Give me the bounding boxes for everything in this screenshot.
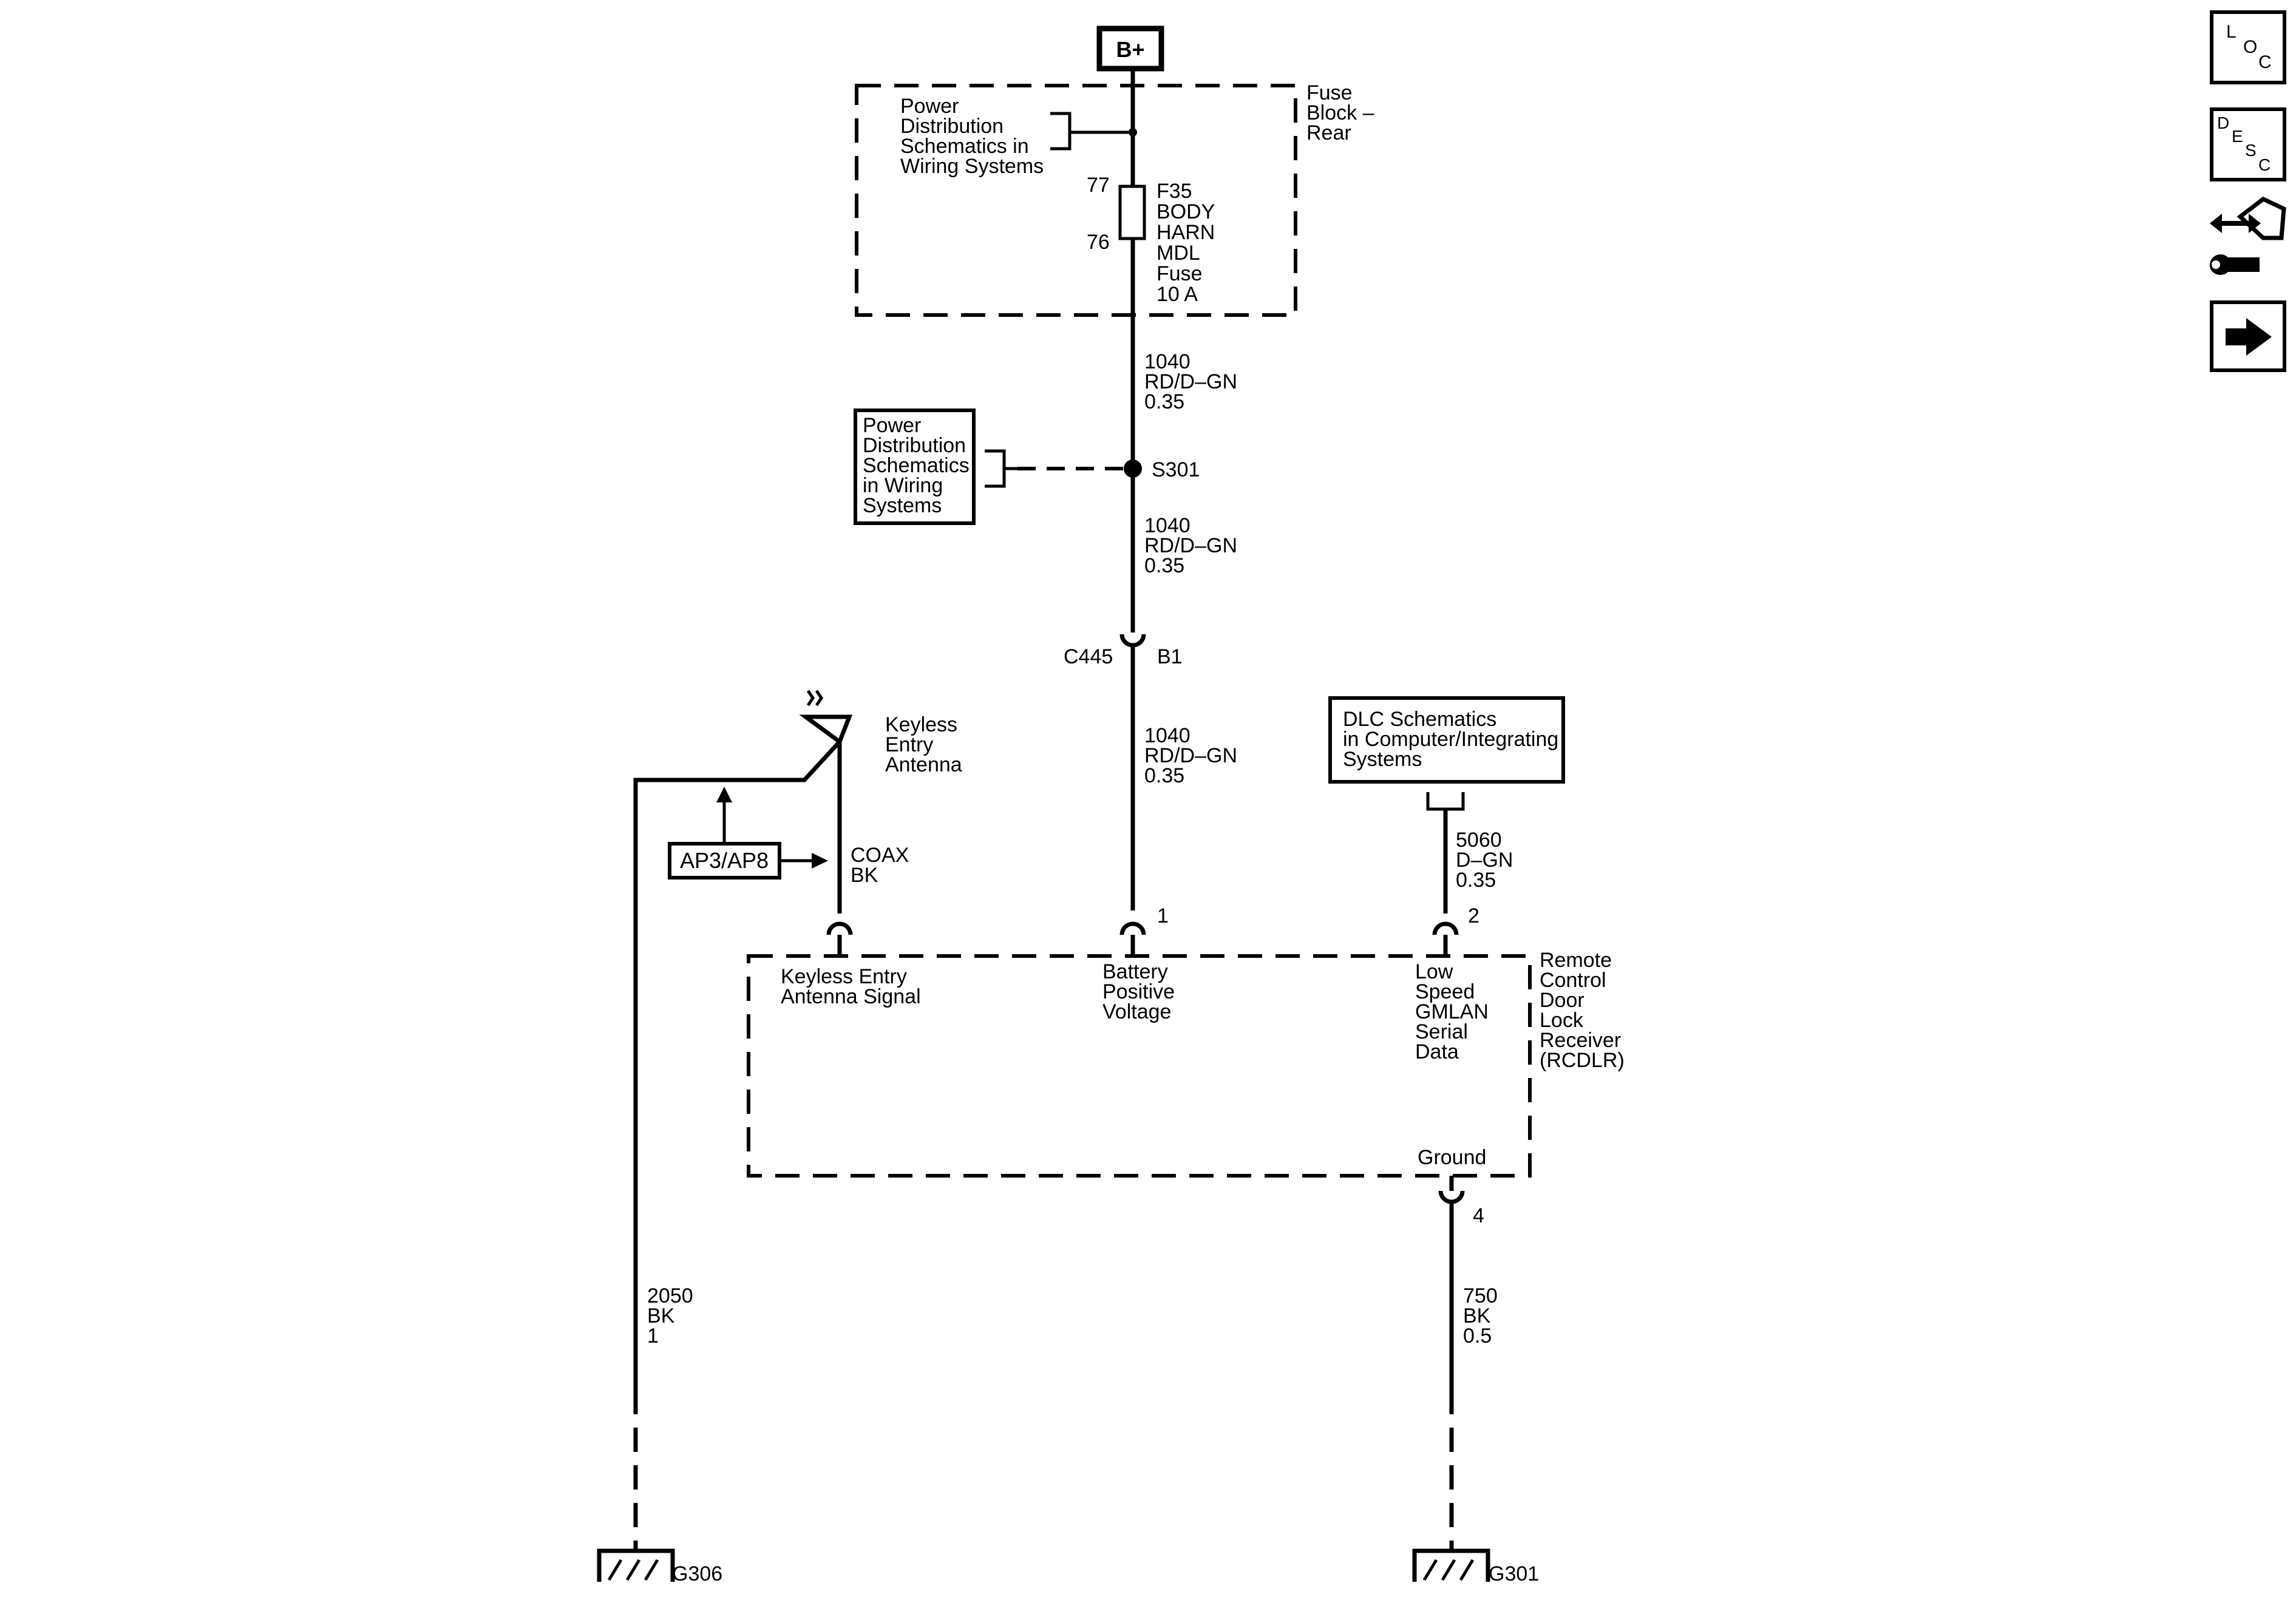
fuse-block-ref-text: Power Distribution Schematics in Wiring … [900,95,1044,178]
fuse-block-ref-bracket [1050,112,1133,151]
svg-text:O: O [2243,37,2257,57]
pin-battery-label: Battery Positive Voltage [1102,960,1181,1023]
dlc-box-text: DLC Schematics in Computer/Integrating S… [1343,708,1564,771]
rcdlr-module-outline [747,954,1532,1178]
splice-s301 [1124,459,1142,478]
svg-text:C: C [2258,155,2271,174]
component-connector-icon[interactable] [2210,196,2286,275]
keyless-entry-antenna [633,690,853,1390]
wire-750-label: 750 BK 0.5 [1463,1284,1503,1348]
ground-g306-symbol [597,1548,675,1582]
source-label: B+ [1116,37,1144,62]
antenna-label: Keyless Entry Antenna [885,713,963,776]
ground-g306-label: G306 [672,1562,722,1585]
pin-ground-number: 4 [1473,1204,1484,1227]
connector-c445-name: C445 [1064,645,1113,668]
module-pin-ground [1438,1176,1465,1204]
svg-text:D: D [2217,114,2229,132]
desc-button[interactable]: D E S C [2210,107,2286,181]
connector-c445-pin: B1 [1157,645,1183,668]
battery-positive-source: B+ [1096,25,1164,72]
pin-antenna-label: Keyless Entry Antenna Signal [781,965,921,1008]
wire-2050-label: 2050 BK 1 [647,1284,699,1348]
wire-1040-a-label: 1040 RD/D–GN 0.35 [1144,350,1243,413]
connector-c445 [1119,634,1146,648]
coax-label: COAX BK [851,844,915,887]
module-pin-serial [1432,921,1459,956]
pin-ground-label: Ground [1418,1146,1486,1169]
splice-s301-label: S301 [1152,458,1200,481]
fuse-block-outline [855,84,1297,317]
module-pin-battery [1119,921,1146,956]
pin-serial-label: Low Speed GMLAN Serial Data [1415,960,1494,1063]
next-arrow-icon[interactable] [2210,300,2286,372]
ground-g301-label: G301 [1489,1562,1539,1585]
fuse-pin-bottom: 76 [1087,231,1110,254]
splice-ref-text: Power Distribution Schematics in Wiring … [863,414,975,517]
pin-battery-number: 1 [1157,904,1169,927]
wire-5060-label: 5060 D–GN 0.35 [1456,829,1519,892]
ground-g301-symbol [1412,1548,1490,1582]
ap-arrow-right-head [812,853,828,869]
svg-text:L: L [2226,22,2237,42]
module-pin-antenna [826,921,853,956]
ap-arrow-up-head [716,787,732,802]
splice-ref-bracket [985,449,1017,488]
fuse-label: F35 BODY HARN MDL Fuse 10 A [1156,180,1221,306]
splice-ref-box [854,408,976,525]
loc-button[interactable]: L O C [2210,10,2286,84]
fuse-f35 [1118,185,1146,240]
fuse-block-name: Fuse Block – Rear [1306,81,1380,144]
ap3-ap8-label: AP3/AP8 [680,848,769,873]
svg-text:S: S [2245,141,2257,160]
svg-text:C: C [2258,52,2272,72]
dlc-bracket [1426,792,1465,811]
pin-serial-number: 2 [1468,904,1479,927]
dlc-box [1328,696,1565,784]
fuse-pin-top: 77 [1087,174,1110,197]
svg-text:E: E [2232,127,2243,146]
rcdlr-module-name: Remote Control Door Lock Receiver (RCDLR… [1540,949,1627,1072]
wire-1040-c-label: 1040 RD/D–GN 0.35 [1144,724,1243,787]
wire-1040-b-label: 1040 RD/D–GN 0.35 [1144,514,1243,577]
